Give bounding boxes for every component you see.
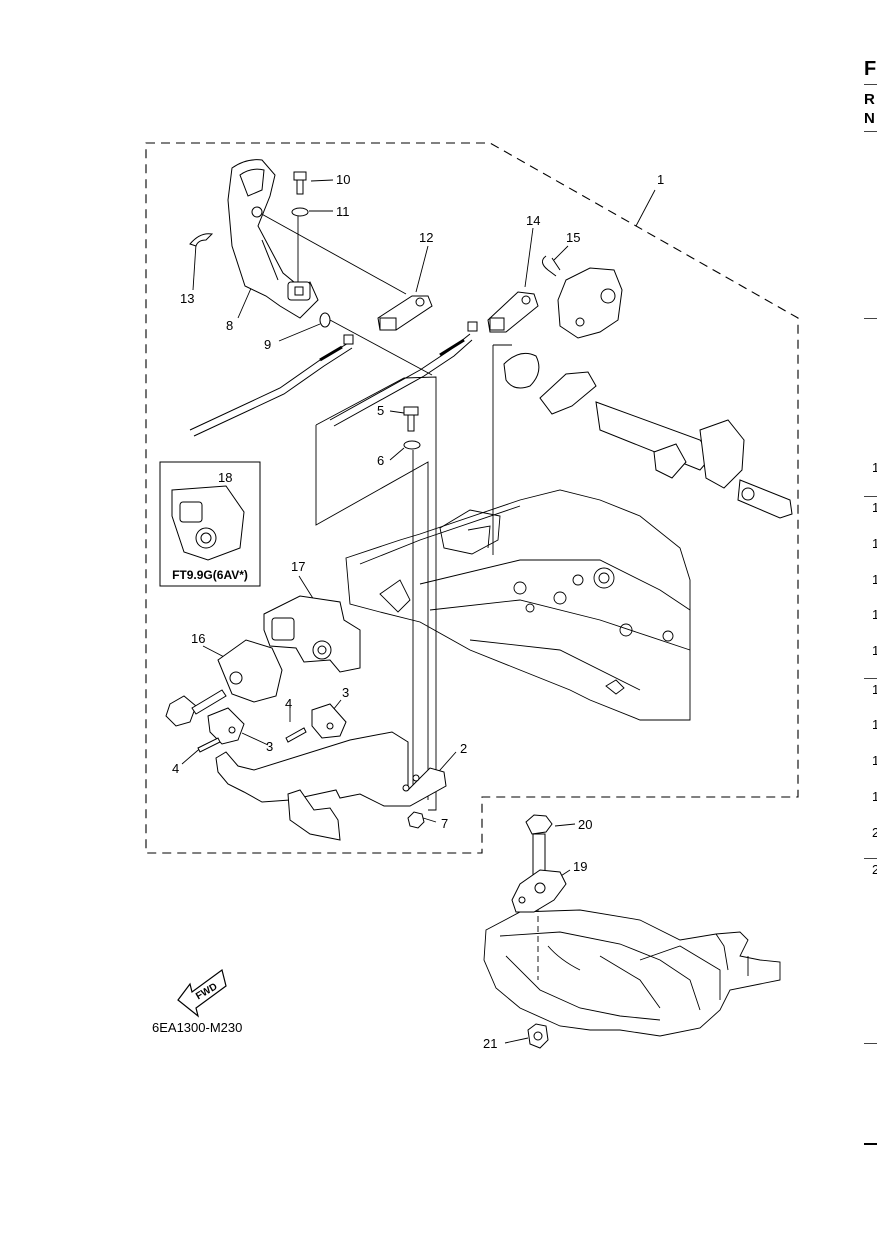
variant-inset: FT9.9G(6AV*) [159, 461, 261, 587]
edge-rule [864, 131, 877, 132]
pin-4b [285, 727, 307, 743]
cable-end-14 [487, 291, 539, 333]
drawing-code: 6EA1300-M230 [152, 1020, 242, 1035]
shift-lever [557, 267, 623, 339]
callout-19: 19 [573, 859, 587, 874]
callout-1: 1 [657, 172, 664, 187]
washer-6 [403, 440, 421, 450]
cable-end-12 [377, 295, 433, 331]
throttle-cable [189, 334, 354, 437]
control-lever-8 [227, 159, 319, 319]
bolt-5 [403, 406, 419, 432]
clip-15 [542, 255, 561, 277]
callout-6: 6 [377, 453, 384, 468]
shift-cable [329, 321, 478, 427]
edge-row: 1 [872, 500, 877, 515]
edge-header-letter: F [864, 58, 877, 80]
callout-5: 5 [377, 403, 384, 418]
edge-row: 2 [872, 825, 877, 840]
mount-bracket-unit [483, 909, 781, 1037]
edge-row: 1 [872, 536, 877, 551]
edge-row: 1 [872, 717, 877, 732]
bolt-10 [293, 171, 307, 195]
edge-rule [864, 1143, 877, 1145]
edge-rule [864, 496, 877, 497]
nut-7 [407, 811, 425, 829]
edge-sub-letter: R [864, 91, 875, 108]
edge-rule [864, 84, 877, 85]
callout-13: 13 [180, 291, 194, 306]
edge-rule [864, 858, 877, 859]
callout-15: 15 [566, 230, 580, 245]
callout-21: 21 [483, 1036, 497, 1051]
edge-rule [864, 678, 877, 679]
o-ring-9 [319, 312, 331, 328]
bracket-17 [263, 595, 361, 673]
spacer-16 [217, 639, 283, 703]
edge-rule [864, 318, 877, 319]
edge-row: 1 [872, 789, 877, 804]
variant-label: FT9.9G(6AV*) [172, 568, 248, 582]
edge-sub-letter: N [864, 110, 875, 127]
edge-row: 1 [872, 753, 877, 768]
edge-row: 2 [872, 862, 877, 877]
assembly-boundary [145, 142, 799, 854]
callout-2: 2 [460, 741, 467, 756]
callout-8: 8 [226, 318, 233, 333]
callout-9: 9 [264, 337, 271, 352]
leader-lines [181, 179, 656, 1044]
callout-17: 17 [291, 559, 305, 574]
callout-3: 3 [266, 739, 273, 754]
callout-20: 20 [578, 817, 592, 832]
callout-10: 10 [336, 172, 350, 187]
edge-row: 1 [872, 643, 877, 658]
clip-13 [189, 233, 214, 247]
callout-14: 14 [526, 213, 540, 228]
callout-7: 7 [441, 816, 448, 831]
washer-11 [291, 207, 309, 217]
callout-18: 18 [218, 470, 232, 485]
edge-row: 1 [872, 572, 877, 587]
fwd-arrow-icon: FWD [177, 968, 227, 1018]
engine-housing [345, 489, 691, 721]
screw [165, 689, 227, 727]
edge-row: 1 [872, 460, 877, 475]
callout-12: 12 [419, 230, 433, 245]
plate-3b [311, 703, 347, 739]
bolt-20 [525, 814, 553, 881]
pin-4a [197, 737, 221, 753]
callout-16: 16 [191, 631, 205, 646]
plate-3a [207, 707, 245, 745]
edge-row: 1 [872, 682, 877, 697]
edge-row: 1 [872, 607, 877, 622]
callout-3: 3 [342, 685, 349, 700]
plate-19 [511, 869, 567, 913]
callout-4: 4 [172, 761, 179, 776]
bracket-2 [215, 731, 447, 841]
nut-21 [527, 1023, 549, 1049]
callout-4: 4 [285, 696, 292, 711]
edge-rule [864, 1043, 877, 1044]
callout-11: 11 [336, 204, 350, 219]
shift-rod-assembly [503, 352, 793, 519]
